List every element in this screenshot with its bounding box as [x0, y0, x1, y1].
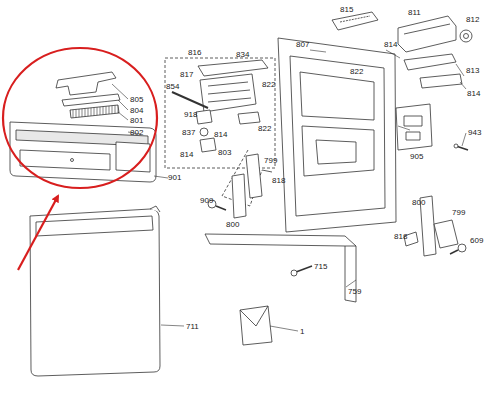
- callout-number: 802: [130, 128, 143, 137]
- callout-number: 804: [130, 106, 143, 115]
- callout-number: 834: [236, 50, 249, 59]
- callout-number: 803: [218, 148, 231, 157]
- callout-number: 800: [412, 198, 425, 207]
- highlight-ellipse: [3, 48, 157, 188]
- callout-number: 811: [408, 8, 421, 17]
- callout-number: 816: [188, 48, 201, 57]
- callout-number: 822: [258, 124, 271, 133]
- callout-number: 799: [264, 156, 277, 165]
- plate: [62, 94, 120, 106]
- callout-number: 759: [348, 287, 361, 296]
- callout-number: 715: [314, 262, 327, 271]
- pointer-arrow: [18, 196, 58, 270]
- callout-number: 901: [168, 173, 181, 182]
- callout-number: 905: [410, 152, 423, 161]
- callout-number: 854: [166, 82, 179, 91]
- hinge: [246, 154, 262, 198]
- group-outline: [165, 58, 275, 168]
- callout-number: 711: [186, 322, 199, 331]
- module: [200, 74, 256, 112]
- door-lock: [396, 104, 432, 150]
- callout-number: 814: [467, 89, 480, 98]
- callout-number: 818: [272, 176, 285, 185]
- callout-number: 813: [466, 66, 479, 75]
- callout-number: 800: [226, 220, 239, 229]
- door-panel: [30, 209, 160, 376]
- callout-number: 918: [184, 110, 197, 119]
- callout-number: 799: [452, 208, 465, 217]
- callout-number: 801: [130, 116, 143, 125]
- support-bar: [205, 234, 356, 302]
- callout-number: 805: [130, 95, 143, 104]
- bracket: [56, 72, 116, 95]
- callout-number: 817: [180, 70, 193, 79]
- knob: [460, 30, 472, 42]
- envelope: [240, 306, 272, 345]
- callout-number: 814: [214, 130, 227, 139]
- vent: [332, 12, 378, 30]
- callout-number: 814: [180, 150, 193, 159]
- latch: [398, 16, 456, 52]
- inner-door: [278, 38, 396, 232]
- bar: [198, 60, 268, 76]
- callout-number: 822: [262, 80, 275, 89]
- callout-number: 1: [300, 327, 304, 336]
- callout-number: 609: [470, 236, 483, 245]
- callout-number: 818: [394, 232, 407, 241]
- callout-number: 837: [182, 128, 195, 137]
- grill: [70, 105, 119, 118]
- callout-number: 815: [340, 5, 353, 14]
- callout-number: 814: [384, 40, 397, 49]
- callout-number: 909: [200, 196, 213, 205]
- callout-number: 943: [468, 128, 481, 137]
- callout-number: 812: [466, 15, 479, 24]
- callout-number: 822: [350, 67, 363, 76]
- callout-number: 807: [296, 40, 309, 49]
